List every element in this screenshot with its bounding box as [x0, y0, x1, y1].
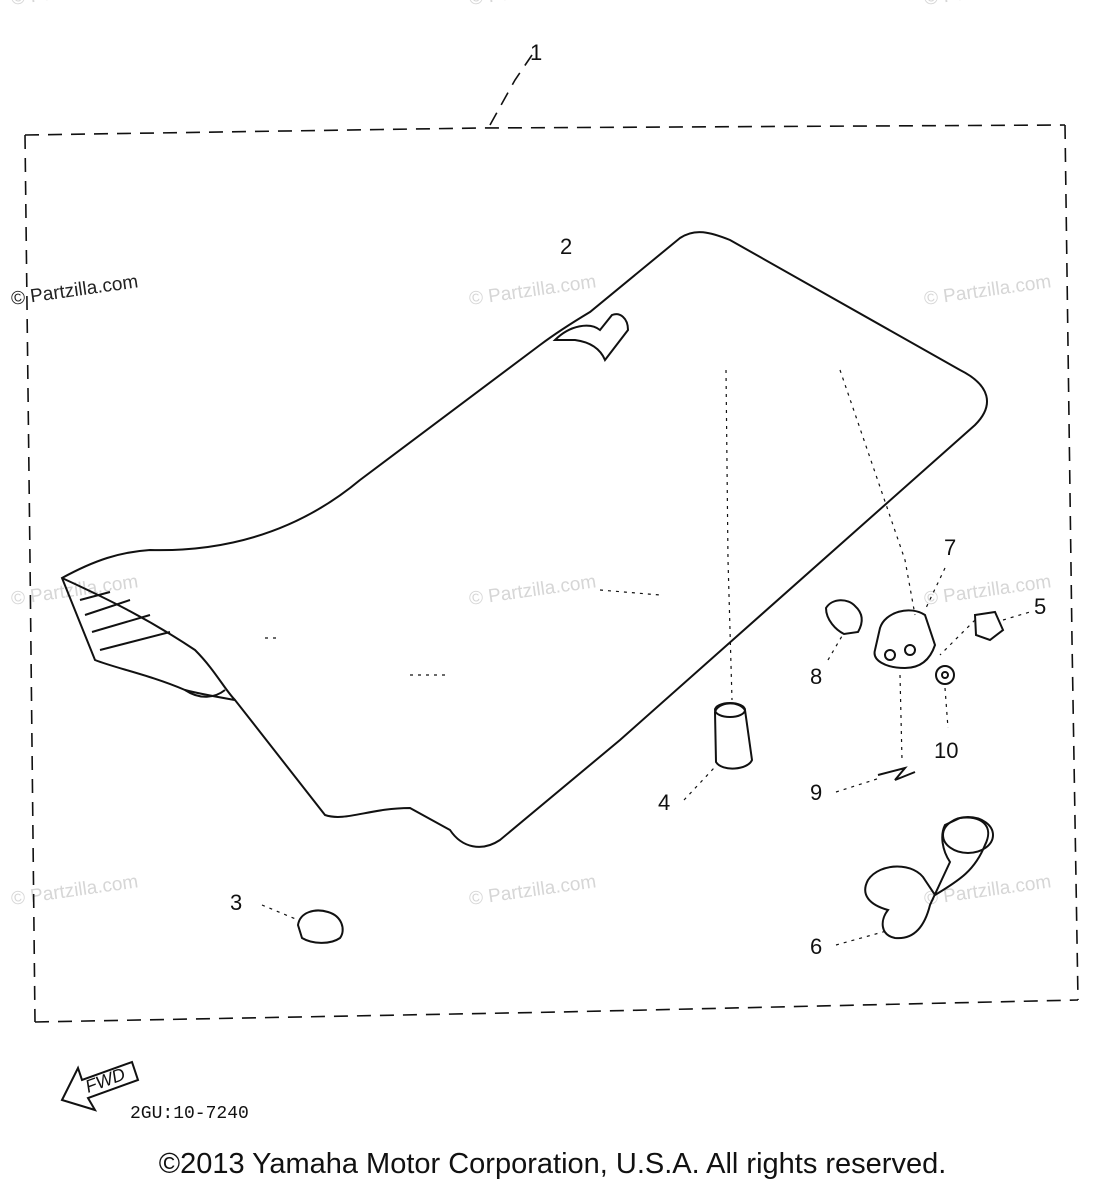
- part-10-washer: [935, 665, 955, 729]
- watermark: © Partzilla.com: [923, 0, 1053, 10]
- fwd-arrow: FWD: [60, 1060, 140, 1112]
- callout-8: 8: [810, 664, 822, 689]
- watermark: © Partzilla.com: [923, 271, 1053, 310]
- watermark: © Partzilla.com: [10, 271, 140, 310]
- copyright-notice: ©2013 Yamaha Motor Corporation, U.S.A. A…: [158, 1148, 947, 1180]
- watermark: © Partzilla.com: [468, 271, 598, 310]
- part-7-lock: [873, 567, 946, 670]
- watermark: © Partzilla.com: [468, 871, 598, 910]
- part-4-damper: [683, 702, 754, 801]
- watermark: © Partzilla.com: [10, 0, 140, 10]
- callout-4: 4: [658, 790, 670, 815]
- watermark: © Partzilla.com: [468, 0, 598, 10]
- part-5-nut: [939, 610, 1031, 656]
- callout-1: 1: [530, 40, 542, 65]
- part-9-spring: [835, 674, 916, 793]
- watermark: © Partzilla.com: [468, 571, 598, 610]
- callout-10: 10: [934, 738, 958, 763]
- callout-2: 2: [560, 234, 572, 259]
- callout-9: 9: [810, 780, 822, 805]
- callout-labels: 1 2 3 4 5 6 7 8 9 10: [230, 40, 1046, 959]
- callout-7: 7: [944, 535, 956, 560]
- part-6-bracket: [835, 816, 994, 946]
- diagram-code: 2GU:10-7240: [130, 1104, 249, 1124]
- assembly-boundary: [24, 54, 1079, 1023]
- watermark: © Partzilla.com: [10, 871, 140, 910]
- callout-5: 5: [1034, 594, 1046, 619]
- part-3-cap: [261, 904, 344, 944]
- callout-3: 3: [230, 890, 242, 915]
- part-8-key: [824, 599, 863, 661]
- seat-illustration: [60, 231, 988, 848]
- callout-6: 6: [810, 934, 822, 959]
- watermarks: © Partzilla.com © Partzilla.com © Partzi…: [10, 0, 1053, 910]
